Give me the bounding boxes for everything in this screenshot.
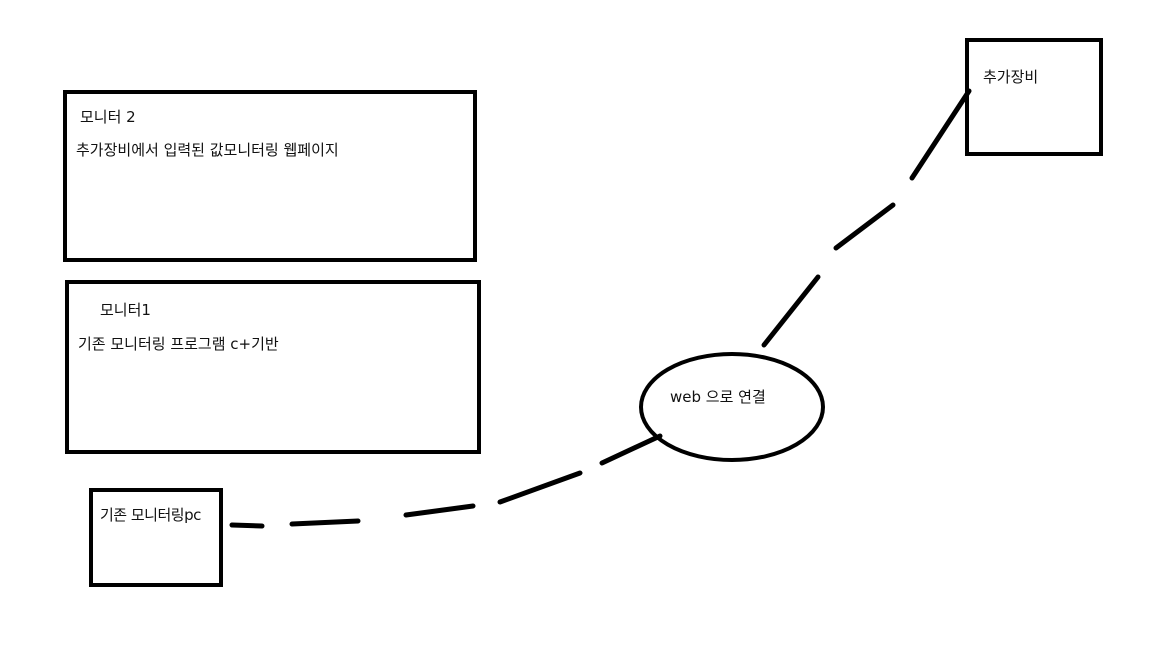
monitor-1-box <box>65 280 481 454</box>
monitor-1-description: 기존 모니터링 프로그램 c+기반 <box>78 335 279 353</box>
connector-pc-to-web <box>229 433 663 529</box>
monitor-2-description: 추가장비에서 입력된 값모니터링 웹페이지 <box>76 141 339 159</box>
connector-web-to-device <box>761 88 972 348</box>
existing-pc-label: 기존 모니터링pc <box>100 506 201 524</box>
monitor-2-title: 모니터 2 <box>80 108 136 126</box>
existing-pc-box <box>89 488 223 587</box>
monitor-2-box <box>63 90 477 262</box>
web-node-label: web 으로 연결 <box>670 388 766 406</box>
web-node-ellipse <box>639 352 825 462</box>
monitor-1-title: 모니터1 <box>100 301 151 319</box>
extra-device-label: 추가장비 <box>983 68 1039 86</box>
